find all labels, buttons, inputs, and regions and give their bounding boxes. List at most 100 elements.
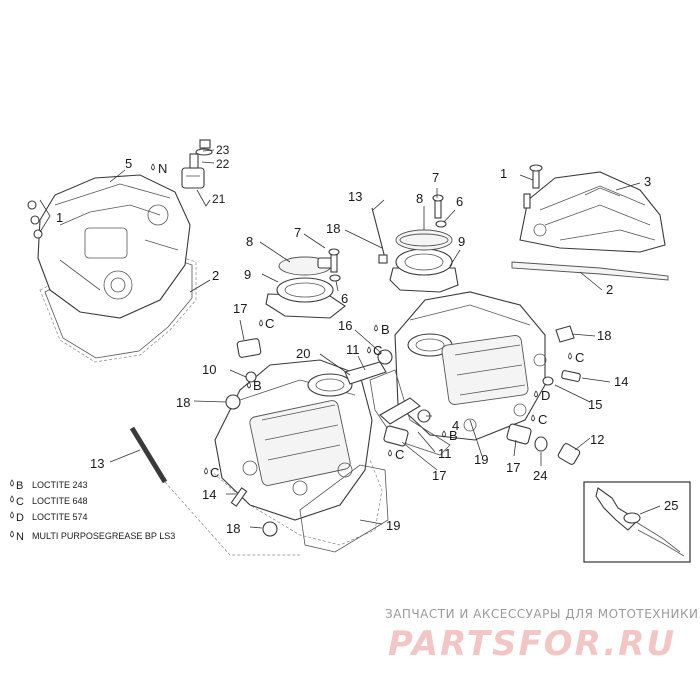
- svg-text:C: C: [373, 343, 382, 358]
- svg-text:D: D: [16, 512, 24, 524]
- tag-n-grease: N: [151, 161, 167, 176]
- head-gasket-front: [369, 369, 451, 456]
- callout-3: 3: [644, 174, 651, 189]
- callout-22: 22: [216, 157, 230, 171]
- drop-icon: [10, 495, 14, 503]
- tag-b: B: [247, 378, 262, 393]
- drop-icon: [531, 414, 535, 422]
- head-cover-front: [519, 171, 666, 253]
- tag-b: B: [374, 322, 390, 337]
- svg-text:C: C: [395, 447, 404, 462]
- callout-17: 17: [233, 301, 247, 316]
- drop-icon: [367, 346, 371, 354]
- svg-text:C: C: [538, 412, 547, 427]
- tag-c: C: [531, 412, 547, 427]
- callout-5: 5: [125, 156, 132, 171]
- head-gasket-rear: [299, 464, 389, 553]
- callout-2: 2: [212, 268, 219, 283]
- svg-text:B: B: [449, 428, 458, 443]
- legend-row: C LOCTITE 648: [10, 495, 88, 508]
- callout-21: 21: [212, 192, 226, 206]
- drop-icon: [534, 390, 538, 398]
- callout-15: 15: [588, 397, 602, 412]
- callout-2: 2: [606, 282, 613, 297]
- cylinder-head-front: [369, 291, 581, 465]
- clamp-right: [399, 233, 449, 247]
- callout-11: 11: [346, 342, 360, 357]
- svg-text:D: D: [541, 388, 550, 403]
- rear-head-gasket-outline: [209, 459, 383, 546]
- intake-manifold-right: [389, 267, 459, 293]
- head-stud: [129, 426, 168, 484]
- callout-numbers: 5 1 2 23 22 21 1 3 2 13 18 8 7 6 9 8 7 9…: [56, 143, 678, 536]
- compound-tags: N C B C B C D C: [151, 161, 584, 480]
- drop-icon: [388, 449, 392, 457]
- inset-box-part-25: [583, 481, 691, 563]
- callout-16: 16: [338, 318, 352, 333]
- svg-text:B: B: [16, 480, 23, 492]
- callout-20: 20: [296, 346, 310, 361]
- callout-9: 9: [458, 234, 465, 249]
- sealant-legend: B LOCTITE 243 C LOCTITE 648 D LOCTITE 57…: [10, 479, 175, 543]
- svg-text:N: N: [158, 161, 167, 176]
- callout-12: 12: [590, 432, 604, 447]
- svg-text:N: N: [16, 531, 24, 543]
- legend-row: D LOCTITE 574: [10, 511, 88, 524]
- callout-4: 4: [452, 418, 459, 433]
- callout-14: 14: [202, 487, 216, 502]
- intake-manifolds: [265, 194, 459, 319]
- legend-row: B LOCTITE 243: [10, 479, 88, 492]
- front-head-cover-assembly: [511, 164, 669, 281]
- watermark-caption: ЗАПЧАСТИ И АКСЕССУАРЫ ДЛЯ МОТОТЕХНИКИ: [385, 607, 699, 621]
- cover-screws-left: [27, 200, 43, 239]
- breather-fitting: [181, 139, 213, 189]
- tag-c: C: [568, 350, 584, 365]
- head-cover-rear: [37, 174, 191, 319]
- svg-text:LOCTITE 648: LOCTITE 648: [32, 496, 88, 506]
- watermark-brand: PARTSFOR.RU: [388, 624, 676, 664]
- svg-text:C: C: [265, 316, 274, 331]
- leader-lines: [39, 149, 661, 556]
- callout-10: 10: [202, 362, 216, 377]
- callout-6: 6: [456, 194, 463, 209]
- callout-7: 7: [432, 170, 439, 185]
- callout-8: 8: [416, 191, 423, 206]
- cover-screws-right: [523, 164, 543, 209]
- legend-row: N MULTI PURPOSEGREASE BP LS3: [10, 530, 175, 543]
- callout-23: 23: [216, 143, 230, 157]
- drop-icon: [259, 319, 263, 327]
- callout-17: 17: [506, 460, 520, 475]
- tag-c: C: [204, 465, 219, 480]
- drop-icon: [442, 430, 446, 438]
- drop-icon: [10, 530, 14, 538]
- svg-text:B: B: [381, 322, 390, 337]
- cylinder-head-rear: [209, 338, 389, 553]
- svg-text:LOCTITE 574: LOCTITE 574: [32, 512, 88, 522]
- drop-icon: [151, 163, 155, 171]
- tag-d: D: [534, 388, 550, 403]
- tag-b: B: [442, 428, 458, 443]
- callout-14: 14: [614, 374, 628, 389]
- cover-gasket-front: [511, 261, 669, 281]
- callout-18: 18: [326, 221, 340, 236]
- tag-c: C: [367, 343, 382, 358]
- svg-text:C: C: [16, 496, 24, 508]
- callout-19: 19: [474, 452, 488, 467]
- callout-9: 9: [244, 267, 251, 282]
- callout-24: 24: [533, 468, 547, 483]
- callout-11: 11: [438, 446, 452, 461]
- watermark: ЗАПЧАСТИ И АКСЕССУАРЫ ДЛЯ МОТОТЕХНИКИ PA…: [385, 607, 699, 664]
- tag-c: C: [259, 316, 274, 331]
- callout-18: 18: [226, 521, 240, 536]
- drop-icon: [247, 381, 251, 389]
- svg-text:B: B: [253, 378, 262, 393]
- rear-head-cover-assembly: [27, 139, 213, 363]
- callout-17: 17: [432, 468, 446, 483]
- drop-icon: [568, 352, 572, 360]
- callout-13: 13: [90, 456, 104, 471]
- callout-8: 8: [246, 234, 253, 249]
- callout-25: 25: [664, 498, 678, 513]
- drop-icon: [10, 479, 14, 487]
- callout-7: 7: [294, 225, 301, 240]
